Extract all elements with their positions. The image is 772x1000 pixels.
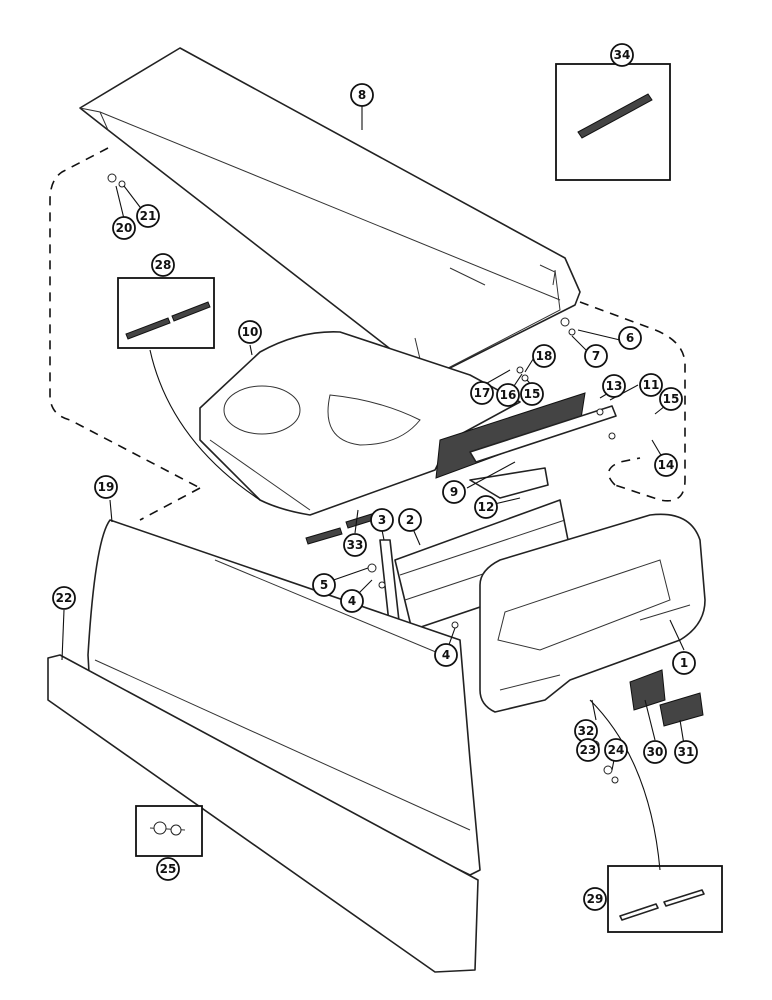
callout-6: 6 — [618, 326, 642, 350]
svg-text:16: 16 — [500, 388, 517, 402]
svg-text:15: 15 — [524, 387, 541, 401]
svg-text:4: 4 — [348, 594, 356, 608]
inset-box-25 — [135, 805, 203, 857]
callout-22: 22 — [52, 586, 76, 610]
callout-1: 1 — [672, 651, 696, 675]
svg-text:7: 7 — [592, 349, 600, 363]
callout-15-upper: 15 — [520, 382, 544, 406]
svg-text:24: 24 — [608, 743, 625, 757]
svg-text:13: 13 — [606, 379, 623, 393]
svg-text:9: 9 — [450, 485, 458, 499]
callout-4-left: 4 — [340, 589, 364, 613]
svg-text:12: 12 — [478, 500, 495, 514]
svg-text:22: 22 — [56, 591, 73, 605]
svg-text:33: 33 — [347, 538, 364, 552]
callout-32: 32 — [574, 719, 598, 743]
callout-5: 5 — [312, 573, 336, 597]
callout-29: 29 — [583, 887, 607, 911]
svg-text:8: 8 — [358, 88, 366, 102]
svg-text:32: 32 — [578, 724, 595, 738]
svg-text:14: 14 — [658, 458, 675, 472]
callout-7: 7 — [584, 344, 608, 368]
callout-10: 10 — [238, 320, 262, 344]
svg-text:19: 19 — [98, 480, 115, 494]
svg-text:18: 18 — [536, 349, 553, 363]
part-19-side-panel — [87, 519, 481, 876]
svg-text:11: 11 — [643, 378, 660, 392]
svg-text:5: 5 — [320, 578, 328, 592]
svg-text:31: 31 — [678, 745, 695, 759]
svg-text:21: 21 — [140, 209, 157, 223]
callout-19: 19 — [94, 475, 118, 499]
callout-13: 13 — [602, 374, 626, 398]
callout-17: 17 — [470, 381, 494, 405]
svg-text:1: 1 — [680, 656, 688, 670]
svg-text:25: 25 — [160, 862, 177, 876]
callout-14: 14 — [654, 453, 678, 477]
callout-31: 31 — [674, 740, 698, 764]
dashed-guide-lines — [49, 147, 686, 521]
svg-text:29: 29 — [587, 892, 604, 906]
part-31-clip — [659, 692, 704, 727]
callout-30: 30 — [643, 740, 667, 764]
callout-20: 20 — [112, 216, 136, 240]
svg-text:30: 30 — [647, 745, 664, 759]
part-22-strip — [47, 654, 479, 973]
part-1-front-grille — [479, 513, 706, 713]
callout-23: 23 — [576, 738, 600, 762]
part-30-clip — [629, 669, 666, 711]
callout-9: 9 — [442, 480, 466, 504]
callout-34: 34 — [610, 43, 634, 67]
callout-25: 25 — [156, 857, 180, 881]
callout-3: 3 — [370, 508, 394, 532]
inset-box-28 — [117, 277, 261, 501]
svg-text:17: 17 — [474, 386, 491, 400]
hardware — [107, 173, 619, 784]
callout-8: 8 — [350, 83, 374, 107]
svg-text:10: 10 — [242, 325, 259, 339]
svg-text:34: 34 — [614, 48, 631, 62]
svg-text:23: 23 — [580, 743, 597, 757]
svg-text:20: 20 — [116, 221, 133, 235]
part-12-bracket — [469, 467, 549, 499]
part-11-strip — [469, 405, 617, 463]
callout-16: 16 — [496, 383, 520, 407]
callout-28: 28 — [151, 253, 175, 277]
svg-text:28: 28 — [155, 258, 172, 272]
callout-4-lower: 4 — [434, 643, 458, 667]
part-10-shroud — [199, 331, 521, 516]
svg-text:15: 15 — [663, 392, 680, 406]
svg-text:6: 6 — [626, 331, 634, 345]
svg-text:4: 4 — [442, 648, 450, 662]
callout-2: 2 — [398, 508, 422, 532]
callout-11: 11 — [639, 373, 663, 397]
callout-18: 18 — [532, 344, 556, 368]
svg-text:2: 2 — [406, 513, 414, 527]
callout-21: 21 — [136, 204, 160, 228]
inset-box-29 — [589, 699, 723, 933]
callout-12: 12 — [474, 495, 498, 519]
svg-text:3: 3 — [378, 513, 386, 527]
callout-15-right: 15 — [659, 387, 683, 411]
callout-24: 24 — [604, 738, 628, 762]
inset-box-34 — [555, 63, 671, 181]
callout-33: 33 — [343, 533, 367, 557]
